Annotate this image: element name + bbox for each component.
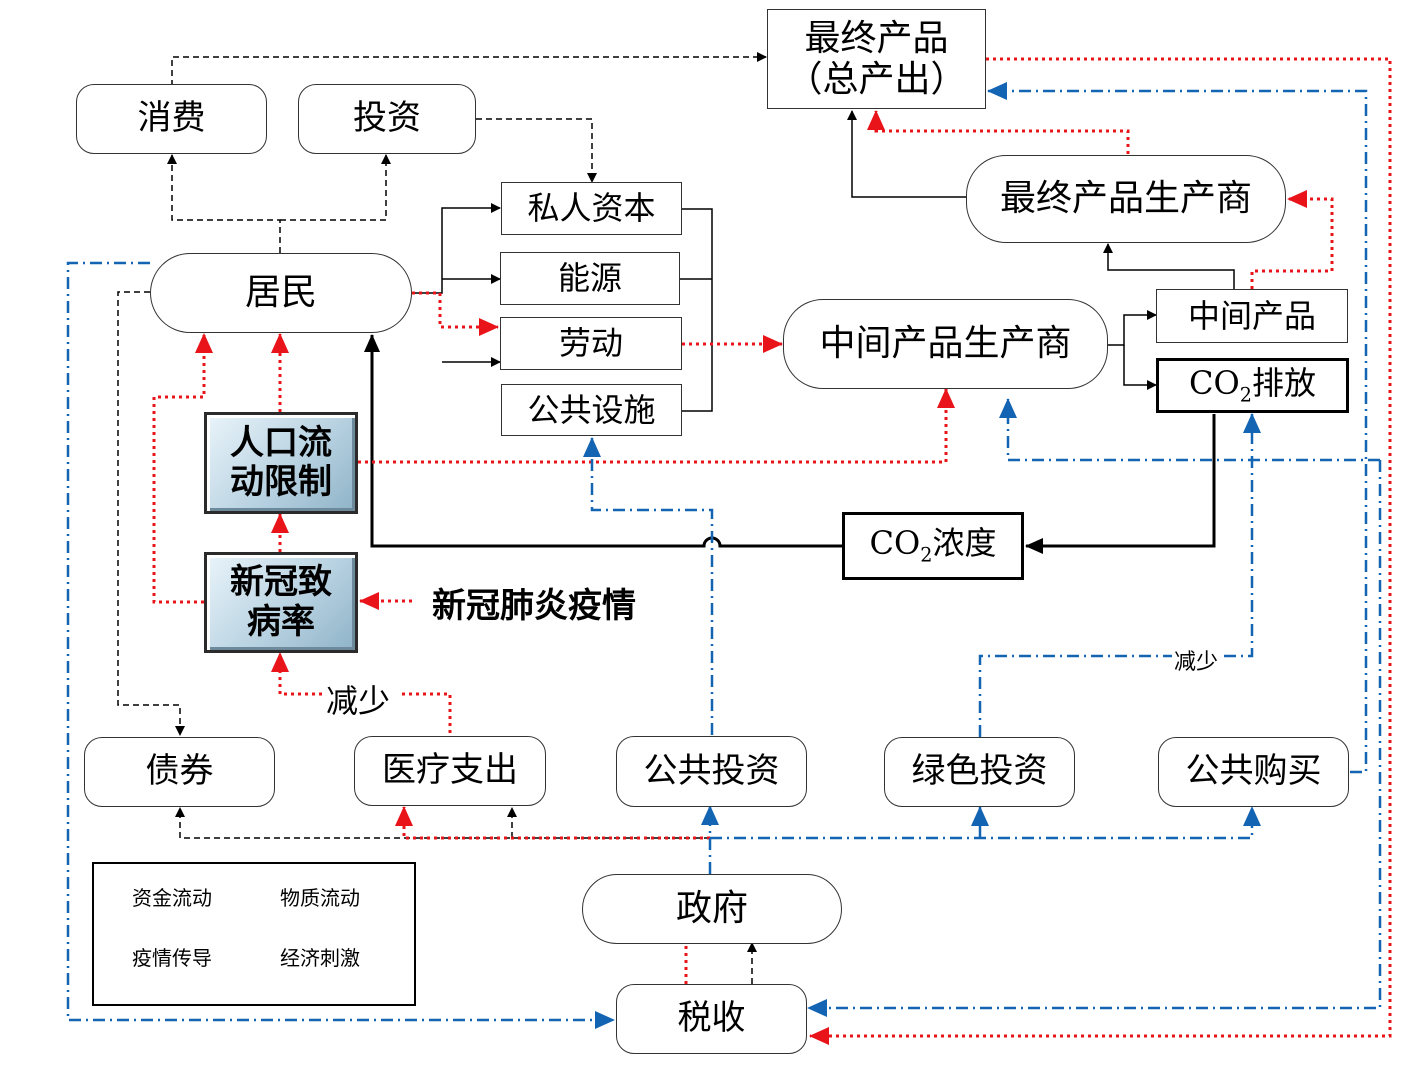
labor-label: 劳动 — [558, 324, 623, 363]
investment-box: 投资 — [298, 84, 476, 154]
residents-label: 居民 — [244, 272, 317, 314]
government-box: 政府 — [582, 874, 842, 944]
reduce-label-green: 减少 — [1174, 644, 1219, 676]
medical-spending-box: 医疗支出 — [354, 736, 546, 806]
legend-fund-flow-label: 资金流动 — [132, 886, 212, 910]
material-flow-links — [412, 110, 1235, 412]
green-investment-box: 绿色投资 — [884, 737, 1075, 807]
stimulus-links — [66, 82, 1382, 1029]
public-investment-box: 公共投资 — [616, 736, 807, 807]
public-facilities-box: 公共设施 — [501, 384, 682, 436]
legend-epidemic-label: 疫情传导 — [132, 946, 212, 970]
medical-spending-label: 医疗支出 — [382, 750, 518, 791]
final-producer-label: 最终产品生产商 — [999, 178, 1252, 220]
mobility-restriction-line2: 动限制 — [230, 462, 332, 502]
private-capital-box: 私人资本 — [501, 182, 682, 235]
labor-box: 劳动 — [500, 317, 682, 370]
intermediate-producer-label: 中间产品生产商 — [819, 323, 1072, 365]
reduce-label-medical: 减少 — [326, 676, 391, 722]
bonds-label: 债券 — [145, 751, 214, 792]
green-investment-label: 绿色投资 — [911, 751, 1048, 792]
co2-concentration-box: CO2浓度 — [842, 512, 1024, 580]
covid-incidence-line1: 新冠致 — [230, 562, 332, 603]
epidemic-links — [152, 57, 1392, 1045]
co2-emission-label: CO2排放 — [1189, 363, 1316, 407]
public-investment-label: 公共投资 — [643, 750, 780, 791]
intermediate-product-box: 中间产品 — [1156, 289, 1348, 343]
covid-incidence-box: 新冠致 病率 — [204, 552, 358, 653]
private-capital-label: 私人资本 — [527, 189, 656, 228]
covid-epidemic-label: 新冠肺炎疫情 — [432, 586, 636, 626]
energy-label: 能源 — [557, 259, 622, 298]
co2-emission-box: CO2排放 — [1156, 358, 1349, 413]
legend: 资金流动 物质流动 疫情传导 经济刺激 — [92, 862, 416, 1006]
public-purchase-box: 公共购买 — [1158, 737, 1349, 807]
final-product-box: 最终产品 （总产出） — [767, 9, 986, 109]
mobility-restriction-box: 人口流 动限制 — [204, 412, 358, 514]
final-producer-box: 最终产品生产商 — [966, 155, 1286, 243]
mobility-restriction-line1: 人口流 — [230, 422, 332, 463]
investment-label: 投资 — [353, 98, 421, 139]
consumption-label: 消费 — [137, 98, 206, 139]
bonds-box: 债券 — [84, 737, 275, 807]
public-purchase-label: 公共购买 — [1185, 751, 1322, 792]
fund-flow-links — [117, 52, 767, 984]
covid-incidence-line2: 病率 — [247, 601, 315, 642]
public-facilities-label: 公共设施 — [527, 390, 656, 429]
legend-material-flow-label: 物质流动 — [280, 886, 360, 910]
tax-label: 税收 — [677, 998, 746, 1039]
government-label: 政府 — [675, 888, 748, 930]
final-product-line1: 最终产品 — [804, 17, 949, 59]
consumption-box: 消费 — [76, 84, 267, 154]
intermediate-product-label: 中间产品 — [1187, 296, 1316, 335]
residents-box: 居民 — [150, 253, 412, 333]
final-product-line2: （总产出） — [786, 59, 967, 100]
tax-box: 税收 — [616, 984, 807, 1054]
energy-box: 能源 — [500, 252, 680, 305]
legend-stimulus-label: 经济刺激 — [280, 946, 360, 970]
intermediate-producer-box: 中间产品生产商 — [783, 299, 1108, 389]
co2-concentration-label: CO2浓度 — [869, 524, 997, 567]
